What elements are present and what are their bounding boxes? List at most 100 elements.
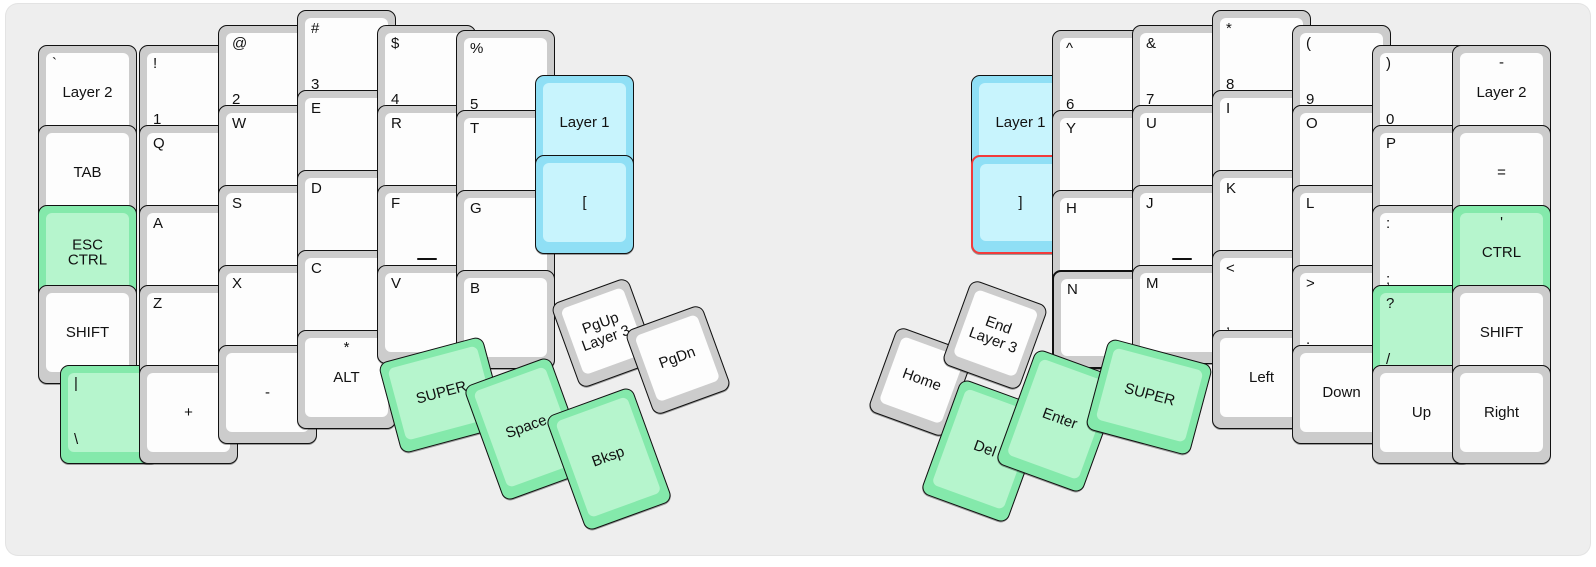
key-legend-top: @ — [232, 35, 248, 52]
key-legend-top: ? — [1386, 295, 1395, 312]
right-key-question-slash-cap: ?/ — [1380, 293, 1463, 372]
key-legend-center: TAB — [73, 163, 102, 181]
right-key-l-cap: L — [1300, 193, 1383, 272]
left-key-bracket-left-cap: [ — [543, 163, 626, 242]
key-legend-top: G — [470, 200, 482, 217]
key-legend-top: Z — [153, 295, 163, 312]
right-key-paren-0-cap: )0 — [1380, 53, 1463, 132]
left-key-plus-cap: + — [147, 373, 230, 452]
left-key-x-cap: X — [226, 273, 309, 352]
key-legend-top: U — [1146, 115, 1157, 132]
key-legend-top: R — [391, 115, 402, 132]
right-key-j-cap: J — [1140, 193, 1223, 272]
key-legend-center: Up — [1411, 403, 1432, 421]
left-key-tab-cap: TAB — [46, 133, 129, 212]
right-key-y-cap: Y — [1060, 118, 1143, 197]
key-legend-label: SUPER — [1122, 379, 1177, 410]
key-legend-top: S — [232, 195, 243, 212]
key-legend-top: J — [1146, 195, 1154, 212]
right-key-i-cap: I — [1220, 98, 1303, 177]
key-legend-top-center: - — [1499, 54, 1504, 71]
key-legend-top: I — [1226, 100, 1231, 117]
key-legend-top: F — [391, 195, 401, 212]
left-thumb-pgdn-cap: PgDn — [634, 313, 721, 403]
left-key-d-cap: D — [305, 178, 388, 257]
left-key-shift-cap: SHIFT — [46, 293, 129, 372]
key-legend-top: | — [74, 375, 78, 392]
right-key-up-cap: Up — [1380, 373, 1463, 452]
key-legend-top: H — [1066, 200, 1077, 217]
key-legend-top: : — [1386, 215, 1391, 232]
right-thumb-super-cap: SUPER — [1095, 347, 1204, 443]
left-key-e-cap: E — [305, 98, 388, 177]
key-legend-center: Layer 2 — [62, 83, 113, 101]
right-key-caret-6-cap: ^6 — [1060, 38, 1143, 117]
key-legend-top: Q — [153, 135, 165, 152]
left-key-percent-5-cap: %5 — [464, 38, 547, 117]
key-legend-top: K — [1226, 180, 1237, 197]
right-key-layer1-cap: Layer 1 — [979, 83, 1062, 162]
key-legend-top: B — [470, 280, 481, 297]
left-key-hash-3-cap: #3 — [305, 18, 388, 97]
homing-bar — [416, 258, 437, 260]
right-key-p-cap: P — [1380, 133, 1463, 212]
key-legend-label: Bksp — [589, 443, 627, 471]
key-legend-top: D — [311, 180, 322, 197]
left-key-z-cap: Z — [147, 293, 230, 372]
right-key-h-cap: H — [1060, 198, 1143, 277]
key-legend-center: Right — [1483, 403, 1520, 421]
right-key-o-cap: O — [1300, 113, 1383, 192]
right-key-m-cap: M — [1140, 273, 1223, 352]
key-legend-label: PgDn — [656, 343, 698, 373]
key-legend-top: $ — [391, 35, 400, 52]
right-key-right-cap: Right — [1460, 373, 1543, 452]
key-legend-center: [ — [582, 193, 587, 211]
key-legend-center: SHIFT — [65, 323, 110, 341]
key-legend-top: ) — [1386, 55, 1391, 72]
left-key-f-cap: F — [385, 193, 468, 272]
key-legend-center: Left — [1248, 368, 1275, 386]
key-legend-top: C — [311, 260, 322, 277]
key-legend-center: ] — [1018, 193, 1023, 211]
right-key-paren-9-cap: (9 — [1300, 33, 1383, 112]
key-legend-top: N — [1067, 281, 1078, 298]
right-key-colon-semi-cap: :; — [1380, 213, 1463, 292]
key-legend-label: Home — [900, 364, 944, 395]
right-key-down-cap: Down — [1300, 353, 1383, 432]
right-key-amp-7-cap: &7 — [1140, 33, 1223, 112]
key-legend-top: % — [470, 40, 484, 57]
left-key-g-cap: G — [464, 198, 547, 277]
left-key-grave-layer2-cap: ` Layer 2 — [46, 53, 129, 132]
right-key-k-cap: K — [1220, 178, 1303, 257]
key-legend-top: * — [1226, 20, 1232, 37]
right-key-gt-period-cap: >. — [1300, 273, 1383, 352]
right-key-left-cap: Left — [1220, 338, 1303, 417]
key-legend-top-center: * — [343, 339, 350, 356]
left-key-bracket-left[interactable]: [ — [535, 155, 634, 254]
right-key-bracket-right-cap: ] — [980, 164, 1061, 241]
key-legend-center: Down — [1322, 383, 1361, 401]
key-legend-center: SHIFT — [1479, 323, 1524, 341]
left-key-layer1-cap: Layer 1 — [543, 83, 626, 162]
key-legend-top: A — [153, 215, 164, 232]
right-key-right[interactable]: Right — [1452, 365, 1551, 464]
key-legend-top: ` — [52, 55, 57, 72]
key-legend-center: Layer 2 — [1476, 83, 1527, 101]
key-legend-top: W — [232, 115, 247, 132]
left-key-b[interactable]: B — [456, 270, 555, 369]
right-key-u-cap: U — [1140, 113, 1223, 192]
left-key-star-alt-cap: *ALT — [305, 338, 388, 417]
key-legend-center-stacked: ESC CTRL — [67, 235, 108, 269]
key-legend-center: Layer 1 — [995, 113, 1046, 131]
left-key-pipe-backslash-cap: |\ — [68, 373, 151, 452]
key-legend-top: T — [470, 120, 480, 137]
left-key-esc-ctrl-cap: ESC CTRL — [46, 213, 129, 292]
right-thumb-end-layer3-cap: End Layer 3 — [952, 288, 1039, 378]
key-legend-top: > — [1306, 275, 1315, 292]
key-legend-top: ^ — [1066, 40, 1074, 57]
right-key-star-8-cap: *8 — [1220, 18, 1303, 97]
left-key-w-cap: W — [226, 113, 309, 192]
homing-bar — [1171, 258, 1192, 260]
